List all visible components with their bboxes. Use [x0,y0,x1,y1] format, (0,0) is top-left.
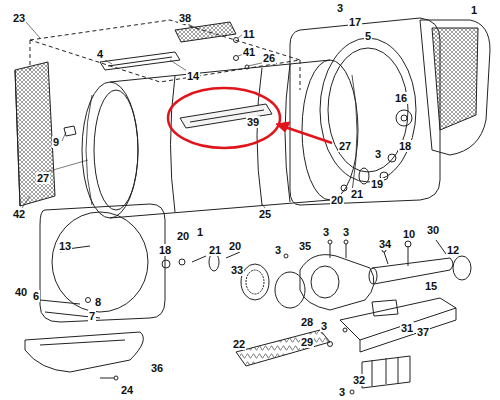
callout-number: 19 [370,178,384,190]
callout-number: 1 [470,4,478,16]
callout-number: 6 [32,290,40,302]
callout-number: 18 [398,140,412,152]
callout-number: 18 [158,244,172,256]
callout-number: 4 [96,48,104,60]
callout-number: 21 [208,244,222,256]
callout-number: 30 [426,224,440,236]
callout-number: 28 [300,316,314,328]
callout-number: 38 [178,12,192,24]
callout-number: 3 [342,226,350,238]
callout-number: 3 [320,320,328,332]
callout-number: 11 [242,28,256,40]
callout-number: 37 [416,326,430,338]
callout-number: 21 [350,188,364,200]
callout-number: 33 [230,264,244,276]
callout-number: 23 [12,12,26,24]
callout-number: 7 [88,310,96,322]
callout-number: 20 [228,240,242,252]
callout-number: 29 [300,336,314,348]
callout-number: 12 [446,244,460,256]
callout-number: 41 [242,46,256,58]
callout-number: 1 [196,226,204,238]
callout-number: 36 [150,362,164,374]
callout-number: 5 [364,30,372,42]
callout-number: 22 [232,338,246,350]
callout-number: 9 [52,136,60,148]
callout-number: 3 [274,244,282,256]
callout-number: 17 [348,16,362,28]
callout-number: 34 [378,238,392,250]
callout-number: 20 [176,230,190,242]
callout-number: 8 [94,296,102,308]
callout-number: 3 [338,386,346,398]
callout-number: 27 [36,172,50,184]
callout-number: 10 [402,228,416,240]
callout-number: 14 [186,70,200,82]
callout-number: 15 [424,280,438,292]
callout-number: 35 [298,240,312,252]
callout-number: 20 [330,194,344,206]
callout-number: 39 [246,116,260,128]
callout-number: 40 [14,286,28,298]
callout-number: 27 [338,140,352,152]
callout-number: 3 [374,148,382,160]
callout-number: 3 [322,226,330,238]
callout-number: 31 [400,322,414,334]
callout-number: 42 [12,208,26,220]
callout-number: 25 [258,208,272,220]
callout-number: 26 [262,52,276,64]
callout-number: 24 [120,384,134,396]
callout-number: 3 [336,2,344,14]
callout-number: 32 [352,374,366,386]
callout-number: 13 [58,240,72,252]
callout-number: 16 [394,92,408,104]
